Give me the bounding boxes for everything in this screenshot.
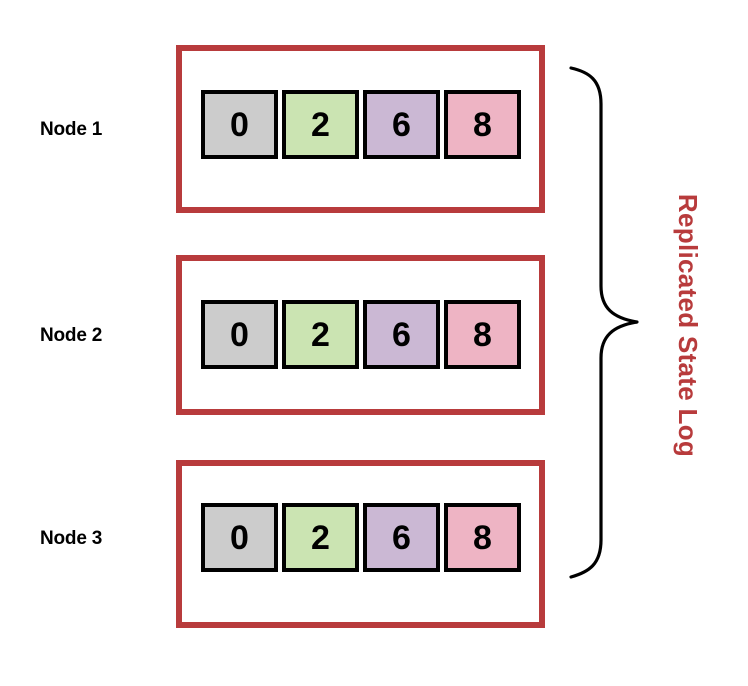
annotation-label: Replicated State Log — [673, 193, 704, 457]
grouping-brace — [565, 60, 655, 585]
log-cell[interactable]: 2 — [282, 90, 359, 159]
log-cell[interactable]: 6 — [363, 503, 440, 572]
log-strip-1: 0 2 6 8 — [201, 90, 521, 159]
log-cell[interactable]: 2 — [282, 300, 359, 369]
log-cell[interactable]: 0 — [201, 503, 278, 572]
log-strip-3: 0 2 6 8 — [201, 503, 521, 572]
replicated-state-log-annotation: Replicated State Log — [660, 90, 716, 560]
log-strip-2: 0 2 6 8 — [201, 300, 521, 369]
node-label-1: Node 1 — [40, 119, 103, 140]
log-cell[interactable]: 8 — [444, 300, 521, 369]
node-label-3: Node 3 — [40, 528, 103, 549]
log-cell[interactable]: 0 — [201, 90, 278, 159]
log-cell[interactable]: 2 — [282, 503, 359, 572]
log-cell[interactable]: 6 — [363, 90, 440, 159]
log-cell[interactable]: 8 — [444, 503, 521, 572]
log-cell[interactable]: 0 — [201, 300, 278, 369]
log-cell[interactable]: 6 — [363, 300, 440, 369]
log-cell[interactable]: 8 — [444, 90, 521, 159]
node-label-2: Node 2 — [40, 325, 103, 346]
brace-path — [569, 66, 639, 579]
